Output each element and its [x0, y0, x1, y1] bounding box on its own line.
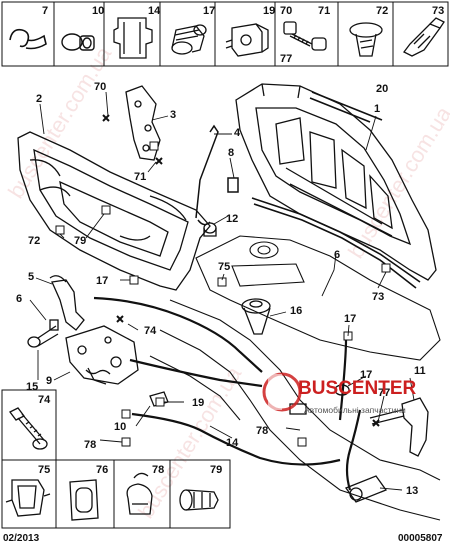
part-7-clip-icon — [9, 28, 47, 50]
bottom-parts-panels — [55, 459, 231, 529]
callout-16: 16 — [290, 305, 302, 317]
footer-code: 00005807 — [398, 533, 443, 544]
top-label-19: 19 — [263, 5, 275, 17]
watermark-brand: BUSCENTER — [298, 378, 417, 399]
part-74-screw-icon — [9, 407, 48, 450]
callout-11: 12 — [226, 213, 238, 225]
callout-3: 3 — [170, 109, 176, 121]
callout-74: 74 — [144, 325, 157, 337]
callout-12: 11 — [414, 365, 426, 377]
hood-latch-9 — [65, 325, 139, 385]
callout-8: 8 — [228, 147, 234, 159]
footer: 02/2013 00005807 — [3, 533, 443, 544]
footer-date: 02/2013 — [3, 533, 40, 544]
callout-17a: 17 — [96, 275, 108, 287]
buffer-11 — [203, 222, 217, 237]
callout-78b: 78 — [256, 425, 268, 437]
left-label-75: 75 — [38, 464, 50, 476]
buscenter-watermark: BUSCENTER Автомобильні запчастини — [262, 372, 417, 415]
callout-70: 70 — [94, 81, 106, 93]
callout-15: 15 — [26, 381, 38, 393]
callout-19: 19 — [192, 397, 204, 409]
part-73-rivet-icon — [403, 17, 445, 57]
part-78-clip-icon — [126, 472, 153, 515]
bottom-label-79: 79 — [210, 464, 222, 476]
x-markers — [102, 114, 380, 427]
part-75-clip-icon — [5, 479, 51, 517]
background-watermark: buscenter.com.ua buscenter.com.ua buscen… — [3, 41, 450, 522]
top-label-7: 7 — [42, 5, 48, 17]
callout-20: 20 — [376, 83, 388, 95]
prop-rod-4 — [195, 124, 239, 226]
safety-catch-5 — [49, 275, 85, 331]
leader-lines — [29, 91, 415, 491]
part-76-grommet-icon — [69, 479, 99, 521]
callout-7: 6 — [334, 249, 340, 261]
callout-17c: 17 — [360, 369, 372, 381]
part-70-77-bolt-icon — [283, 21, 327, 51]
callout-77: 77 — [378, 387, 390, 399]
callout-79: 79 — [74, 235, 86, 247]
callout-75: 75 — [218, 261, 230, 273]
callout-78a: 78 — [84, 439, 96, 451]
bottom-label-76: 76 — [96, 464, 108, 476]
callout-6: 6 — [16, 293, 22, 305]
reference-squares — [55, 141, 391, 447]
hood-inner-panel — [17, 131, 211, 291]
top-label-14: 14 — [148, 5, 161, 17]
latch-bolts — [27, 319, 59, 348]
callout-10: 10 — [114, 421, 126, 433]
bottom-label-78: 78 — [152, 464, 164, 476]
callout-71: 71 — [134, 171, 146, 183]
seal-strip-7 — [251, 197, 421, 289]
callout-1: 1 — [374, 103, 380, 115]
part-19-clip-icon — [225, 23, 269, 57]
left-parts-panels — [1, 389, 57, 529]
top-label-10: 10 — [92, 5, 104, 17]
callout-13: 13 — [406, 485, 418, 497]
part-79-push-clip-icon — [179, 489, 219, 511]
engine-bay-outline — [149, 235, 441, 521]
callout-72: 72 — [28, 235, 40, 247]
top-strip-labels: 7 10 14 17 19 70 77 71 72 73 — [42, 5, 444, 65]
seal-strip-20 — [309, 91, 383, 123]
callout-numbers: 2 1 70 3 4 8 71 20 12 72 79 6 73 17 75 1… — [16, 81, 426, 497]
top-parts-strip — [1, 1, 449, 67]
left-label-74: 74 — [38, 394, 51, 406]
callout-4: 4 — [234, 127, 241, 139]
hood-striker-16 — [241, 298, 271, 335]
callout-5: 5 — [28, 271, 34, 283]
callout-9: 9 — [46, 375, 52, 387]
grommet-13 — [344, 475, 388, 503]
part-72-push-clip-icon — [349, 22, 383, 57]
top-label-71: 71 — [318, 5, 330, 17]
release-cable-14 — [93, 296, 362, 491]
part-17-grommet-icon — [171, 24, 207, 55]
part-10-cap-icon — [61, 33, 95, 51]
top-label-70: 70 — [280, 5, 292, 17]
callout-17b: 17 — [344, 313, 356, 325]
callout-2: 2 — [36, 93, 42, 105]
top-label-73: 73 — [432, 5, 444, 17]
top-label-77: 77 — [280, 53, 292, 65]
part-14-clip-icon — [113, 17, 153, 59]
callout-14: 14 — [226, 437, 239, 449]
top-label-72: 72 — [376, 5, 388, 17]
watermark-tagline: Автомобильні запчастини — [304, 405, 406, 415]
callout-73: 73 — [372, 291, 384, 303]
top-label-17: 17 — [203, 5, 215, 17]
